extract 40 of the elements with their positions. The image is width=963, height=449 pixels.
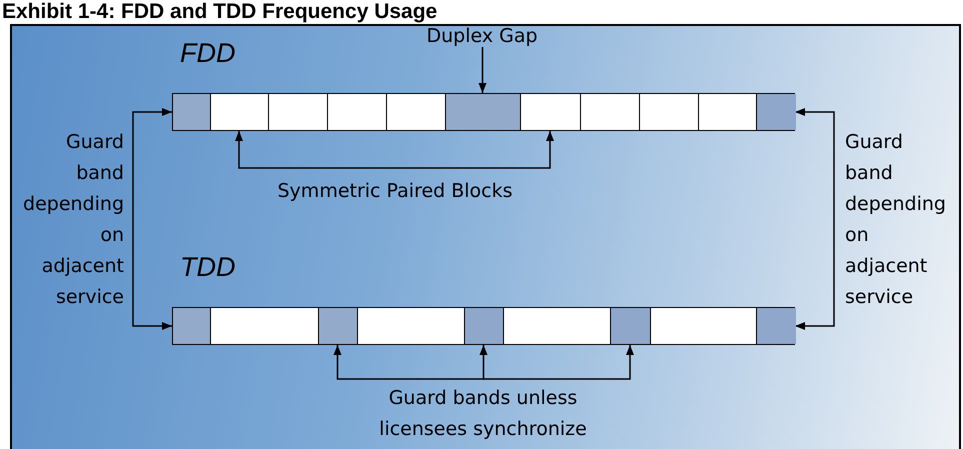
arrow xyxy=(334,345,483,380)
diagram-title: Exhibit 1-4: FDD and TDD Frequency Usage xyxy=(2,0,438,24)
spectrum-block xyxy=(269,94,328,130)
callout-text: Symmetric Paired Blocks xyxy=(278,176,513,207)
band-heading: FDD xyxy=(180,38,236,69)
guard-block xyxy=(465,308,504,344)
guard-block xyxy=(757,308,796,344)
frequency-band-bar xyxy=(172,307,795,345)
spectrum-block xyxy=(387,94,446,130)
guard-block xyxy=(611,308,651,344)
spectrum-block xyxy=(640,94,699,130)
guard-block xyxy=(446,94,521,130)
spectrum-block xyxy=(521,94,581,130)
spectrum-block xyxy=(504,308,611,344)
callout-text: Guard bands unless licensees synchronize xyxy=(368,383,598,445)
spectrum-block xyxy=(581,94,640,130)
spectrum-block xyxy=(328,94,387,130)
arrow xyxy=(132,219,172,330)
spectrum-block xyxy=(651,308,757,344)
spectrum-block xyxy=(699,94,757,130)
arrow xyxy=(235,131,395,169)
guard-block xyxy=(757,94,796,130)
arrow xyxy=(795,108,835,219)
spectrum-block xyxy=(211,308,319,344)
guard-block xyxy=(173,308,211,344)
arrow xyxy=(132,108,172,219)
arrow xyxy=(480,345,488,380)
frequency-band-bar xyxy=(172,93,795,131)
callout-text: Guard band depending on adjacent service xyxy=(845,127,945,313)
guard-block xyxy=(319,308,358,344)
arrow xyxy=(395,131,554,169)
spectrum-block xyxy=(211,94,269,130)
callout-text: Guard band depending on adjacent service xyxy=(14,127,124,313)
callout-text: Duplex Gap xyxy=(426,21,538,52)
arrow xyxy=(478,47,486,93)
band-heading: TDD xyxy=(180,252,236,283)
arrow xyxy=(795,219,835,330)
arrow xyxy=(483,345,634,380)
spectrum-block xyxy=(358,308,465,344)
guard-block xyxy=(173,94,211,130)
